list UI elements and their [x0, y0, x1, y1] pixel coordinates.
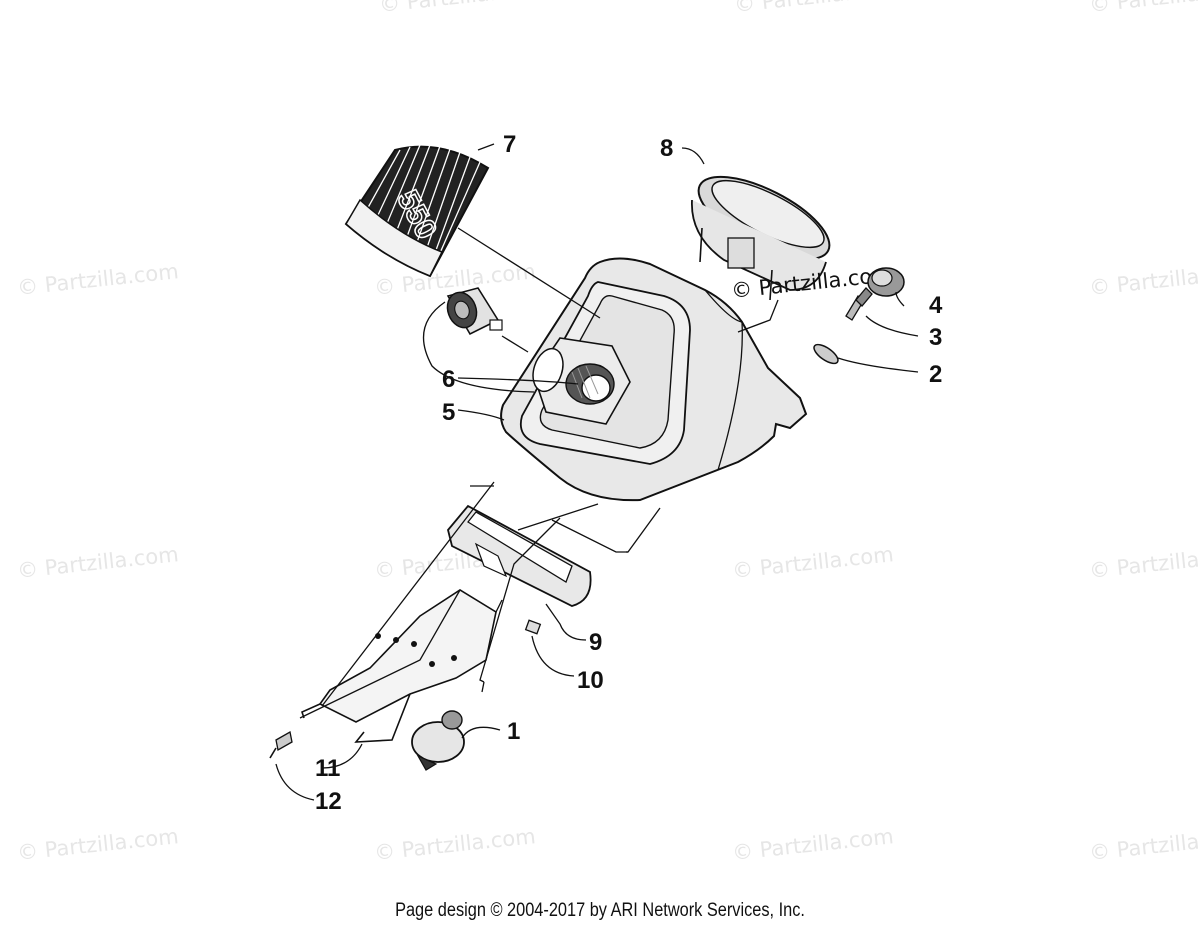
- callout-5: 5: [442, 399, 455, 426]
- part-11-bracket: [301, 589, 497, 743]
- callout-2: 2: [929, 361, 942, 388]
- power-socket: [446, 287, 503, 336]
- part-9-bezel: [447, 504, 592, 607]
- callout-7: 7: [503, 131, 516, 158]
- callout-9: 9: [589, 629, 602, 656]
- callout-1: 1: [507, 718, 520, 745]
- part-12-rivet: [269, 730, 293, 759]
- watermark: © Partzilla.com: [378, 0, 542, 17]
- watermark: © Partzilla.com: [16, 542, 180, 583]
- watermark: © Partzilla.com: [733, 0, 897, 17]
- watermark: © Partzilla.com: [16, 824, 180, 865]
- callout-8: 8: [660, 135, 673, 162]
- callout-6: 6: [442, 366, 455, 393]
- watermark: © Partzilla.com: [731, 542, 895, 583]
- part-10-clip: [524, 619, 542, 635]
- callout-12: 12: [315, 788, 342, 815]
- callout-11: 11: [315, 755, 340, 782]
- callout-4: 4: [929, 292, 943, 319]
- watermark: © Partzilla.com: [1088, 824, 1200, 865]
- watermark: © Partzilla.com: [1088, 259, 1200, 300]
- part-2-washer: [813, 343, 839, 365]
- watermark: © Partzilla.com: [373, 824, 537, 865]
- part-1-switch: [411, 710, 465, 771]
- part-4-cap: [867, 267, 905, 297]
- part-7-decal: 550: [344, 144, 490, 278]
- part-8-gauge: © Partzilla.com: [691, 175, 894, 303]
- part-3-key: [845, 287, 873, 321]
- watermark: © Partzilla.com: [16, 259, 180, 300]
- page-footer: Page design © 2004-2017 by ARI Network S…: [395, 900, 805, 921]
- watermark: © Partzilla.com: [731, 824, 895, 865]
- watermark: © Partzilla.com: [1088, 0, 1200, 17]
- watermark: © Partzilla.com: [1088, 542, 1200, 583]
- part-6-knob: [565, 363, 615, 405]
- callout-10: 10: [577, 667, 604, 694]
- callout-labels: 1 2 3 4 5 6 7 8 9 10 11 12: [315, 131, 943, 815]
- leader-lines: [275, 143, 919, 801]
- callout-3: 3: [929, 324, 942, 351]
